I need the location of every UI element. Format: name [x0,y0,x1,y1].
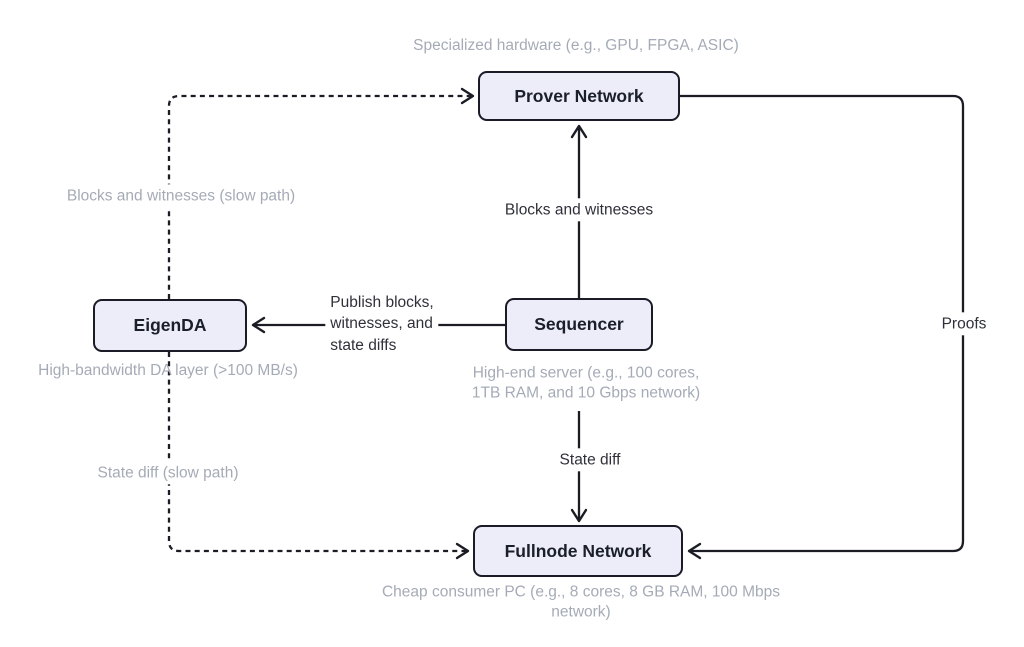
edge-label-state-diff-slow-path: State diff (slow path) [92,461,244,485]
caption-sequencer-hardware: High-end server (e.g., 100 cores, 1TB RA… [471,364,701,402]
edge-prover-to-fullnode-proofs [680,94,965,560]
node-sequencer: Sequencer [505,298,653,351]
edge-eigenda-to-fullnode-dashed [167,352,470,560]
edge-label-publish-blocks: Publish blocks, witnesses, and state dif… [325,290,439,358]
caption-eigenda-hardware: High-bandwidth DA layer (>100 MB/s) [38,361,298,379]
node-eigenda: EigenDA [93,299,247,352]
caption-fullnode-hardware: Cheap consumer PC (e.g., 8 cores, 8 GB R… [381,583,780,621]
edge-label-blocks-and-witnesses: Blocks and witnesses [499,198,659,222]
edge-label-state-diff: State diff [554,448,626,472]
caption-prover-hardware: Specialized hardware (e.g., GPU, FPGA, A… [413,36,739,54]
node-prover-network: Prover Network [478,71,680,121]
edge-label-blocks-witnesses-slow-path: Blocks and witnesses (slow path) [61,184,301,208]
edge-label-proofs: Proofs [936,312,992,336]
node-fullnode-network: Fullnode Network [473,525,683,577]
